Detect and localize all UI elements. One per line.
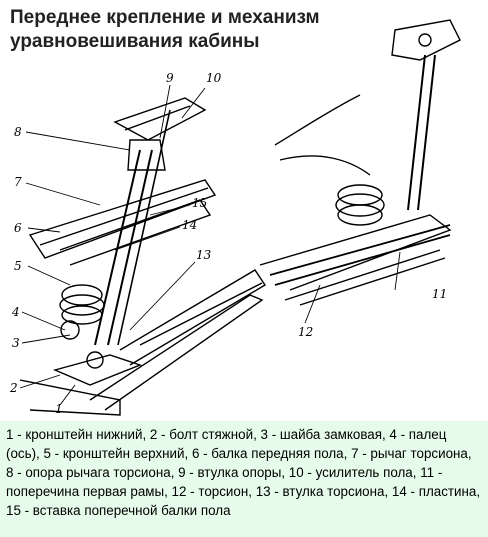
legend-text: 1 - кронштейн нижний, 2 - болт стяжной, … [6,427,481,518]
callout-11: 11 [432,287,447,301]
callout-leaders [19,84,401,406]
callout-1: 1 [55,402,63,416]
callout-2: 2 [9,381,18,395]
callout-7: 7 [14,175,22,189]
callout-9: 9 [166,71,174,85]
callout-6: 6 [14,221,22,235]
page-title: Переднее крепление и механизм уравновеши… [10,7,320,52]
legend-caption: 1 - кронштейн нижний, 2 - болт стяжной, … [0,421,488,537]
callout-12: 12 [298,325,313,339]
callout-13: 13 [196,248,212,262]
callout-4: 4 [11,305,20,319]
left-assembly [19,97,266,416]
callout-15: 15 [192,196,207,210]
callout-8: 8 [14,125,22,139]
callout-3: 3 [12,336,20,350]
technical-drawing: 9 10 8 7 6 5 4 3 2 1 15 14 13 11 12 [9,19,461,416]
callout-10: 10 [206,71,222,85]
right-assembly [259,19,461,306]
callout-labels: 9 10 8 7 6 5 4 3 2 1 15 14 13 11 12 [9,71,447,416]
callout-14: 14 [182,218,197,232]
callout-5: 5 [14,259,22,273]
